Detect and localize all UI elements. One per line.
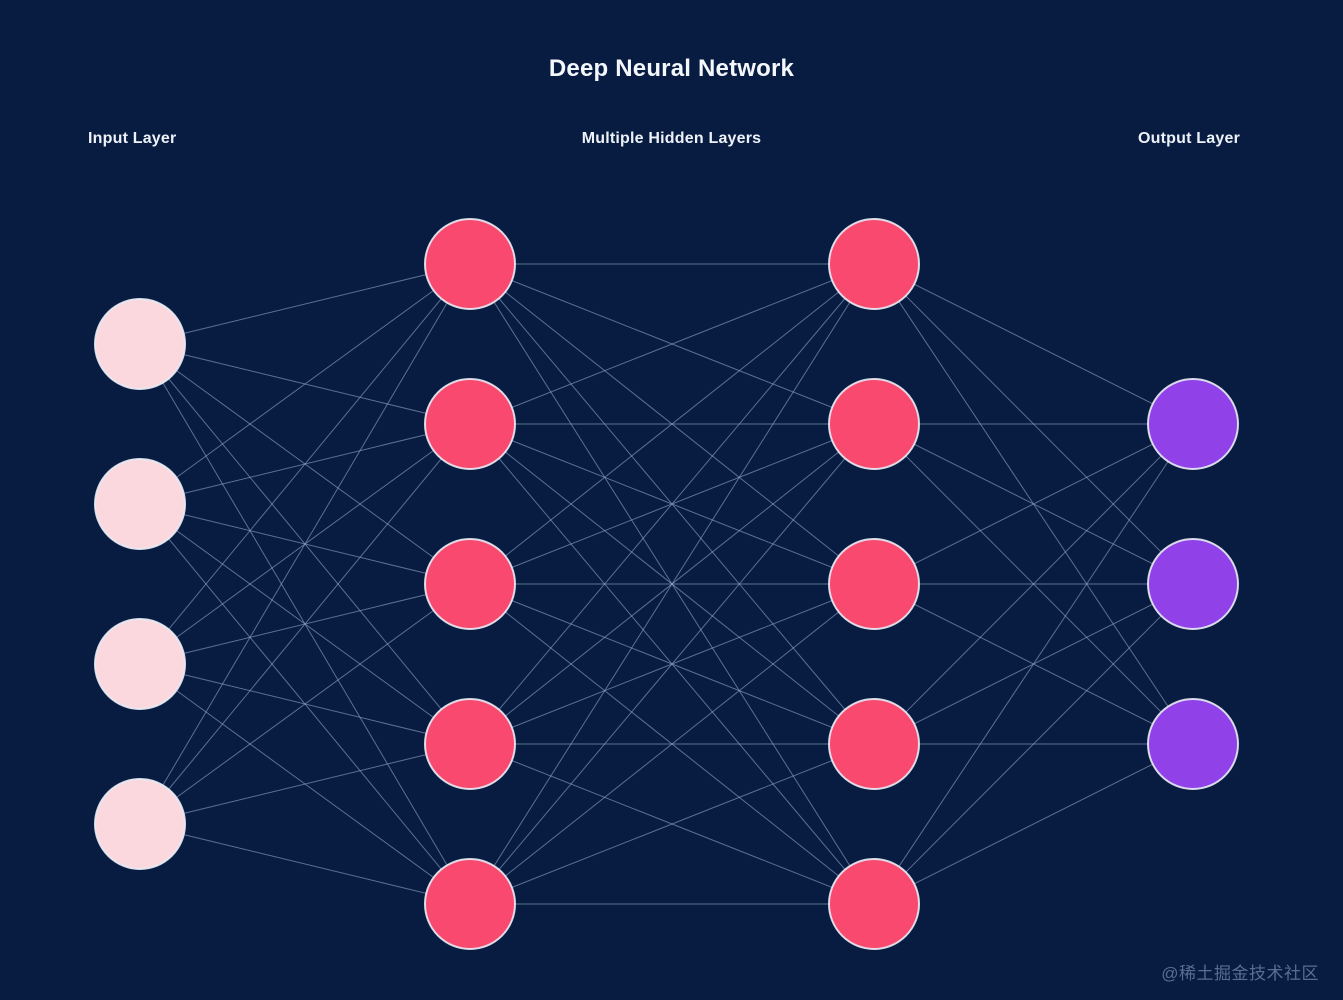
edge-hidden1-3-hidden2-0 (469, 263, 875, 745)
node-hidden2-2[interactable] (828, 378, 920, 470)
node-input-4[interactable] (94, 778, 186, 870)
edge-hidden2-3-output-0 (873, 423, 1194, 745)
edge-hidden2-2-output-0 (873, 423, 1194, 585)
edge-input-2-hidden1-0 (139, 263, 471, 665)
edge-hidden1-1-hidden2-0 (469, 263, 875, 425)
edge-hidden1-4-hidden2-1 (469, 423, 875, 905)
watermark: @稀土掘金技术社区 (1161, 964, 1319, 983)
edge-hidden2-4-output-0 (873, 423, 1194, 905)
edges-group (139, 263, 1194, 905)
edge-input-3-hidden1-0 (139, 263, 471, 825)
edge-hidden1-4-hidden2-0 (469, 263, 875, 905)
node-input-3[interactable] (94, 618, 186, 710)
node-input-1[interactable] (94, 298, 186, 390)
node-output-2[interactable] (1147, 538, 1239, 630)
edge-hidden1-4-hidden2-2 (469, 583, 875, 905)
edge-hidden2-4-output-1 (873, 583, 1194, 905)
node-input-2[interactable] (94, 458, 186, 550)
page-title: Deep Neural Network (548, 55, 795, 82)
layer-label-hidden: Multiple Hidden Layers (581, 130, 762, 147)
node-output-1[interactable] (1147, 378, 1239, 470)
node-hidden1-3[interactable] (424, 538, 516, 630)
edge-input-3-hidden1-1 (139, 423, 471, 825)
node-hidden1-4[interactable] (424, 698, 516, 790)
nodes-group (94, 218, 1239, 950)
edge-hidden2-4-output-2 (873, 743, 1194, 905)
node-hidden2-4[interactable] (828, 698, 920, 790)
edge-hidden2-0-output-0 (873, 263, 1194, 425)
node-hidden2-1[interactable] (828, 218, 920, 310)
node-hidden1-5[interactable] (424, 858, 516, 950)
layer-label-output: Output Layer (1138, 130, 1240, 147)
edge-input-1-hidden1-0 (139, 263, 471, 505)
layer-label-input: Input Layer (88, 130, 177, 147)
node-hidden2-3[interactable] (828, 538, 920, 630)
node-hidden1-1[interactable] (424, 218, 516, 310)
node-hidden2-5[interactable] (828, 858, 920, 950)
edge-hidden1-4-hidden2-3 (469, 743, 875, 905)
edge-hidden1-2-hidden2-0 (469, 263, 875, 585)
edge-input-3-hidden1-2 (139, 583, 471, 825)
edge-input-0-hidden1-0 (139, 263, 471, 345)
node-output-3[interactable] (1147, 698, 1239, 790)
edge-input-3-hidden1-3 (139, 743, 471, 825)
node-hidden1-2[interactable] (424, 378, 516, 470)
edge-input-3-hidden1-4 (139, 823, 471, 905)
